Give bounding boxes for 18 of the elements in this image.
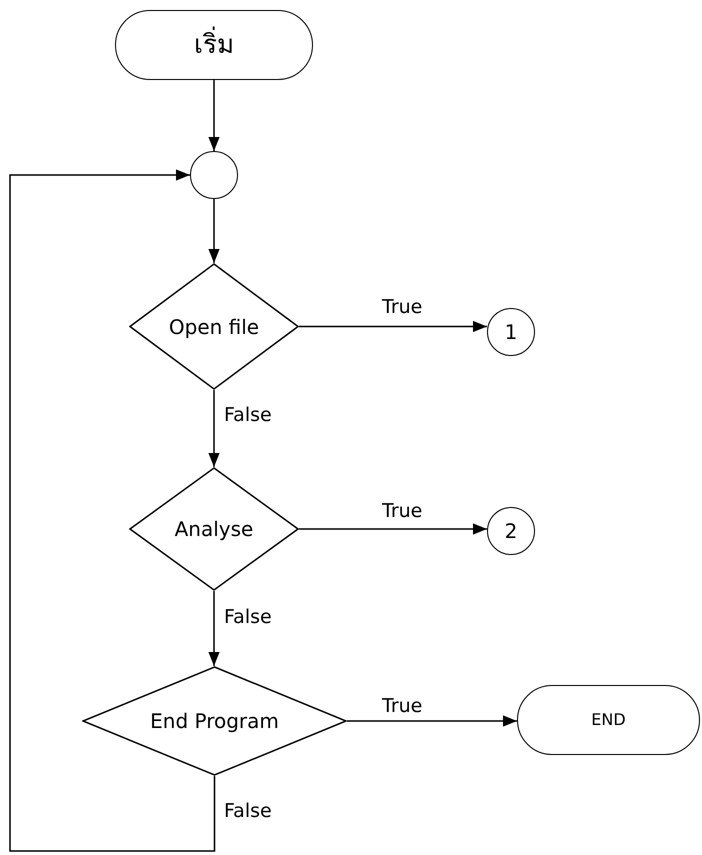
decision-diamond — [82, 666, 347, 776]
node-label: เริ่ม — [194, 26, 234, 64]
arrow — [208, 591, 220, 666]
decision-diamond — [129, 263, 299, 390]
arrow — [347, 715, 517, 727]
node-label: 1 — [504, 319, 518, 346]
arrow — [299, 320, 487, 332]
arrow — [299, 523, 487, 535]
node-label: END — [591, 709, 626, 731]
node-label: Open file — [168, 314, 260, 340]
arrow — [9, 169, 216, 852]
node-label: Analyse — [174, 516, 254, 543]
node-label: 2 — [504, 518, 518, 545]
arrow — [208, 80, 220, 151]
arrow — [208, 390, 220, 467]
arrow — [208, 199, 220, 263]
decision-diamond — [129, 467, 299, 591]
node-label: End Program — [150, 708, 279, 735]
